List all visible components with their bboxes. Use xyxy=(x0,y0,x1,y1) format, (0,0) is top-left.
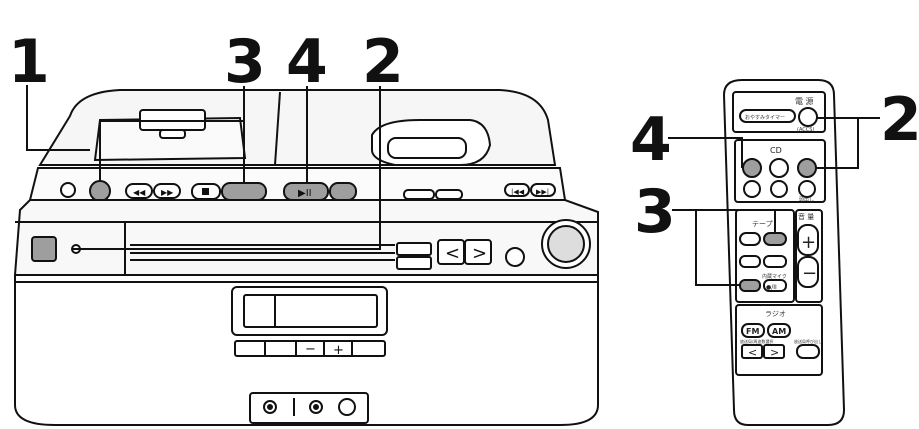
remote-callout-line-4 xyxy=(668,137,743,168)
callout-number-4: 4 xyxy=(286,27,328,97)
remote-volume-label: 音 量 xyxy=(798,212,814,221)
remote-tape-rec-button[interactable] xyxy=(739,279,761,292)
next-track-icon: ▶▶| xyxy=(536,188,549,196)
remote-am-label: AM xyxy=(772,327,786,336)
speaker-grille xyxy=(505,247,525,267)
unit-cd-stop-button[interactable] xyxy=(329,182,357,201)
lcd-screen xyxy=(243,294,378,328)
remote-cd-pause-button[interactable] xyxy=(769,158,789,178)
remote-tape-play-button[interactable] xyxy=(763,232,787,246)
prev-track-icon: |◀◀ xyxy=(511,188,525,196)
unit-band-button-upper[interactable] xyxy=(396,242,432,256)
remote-next-button[interactable] xyxy=(770,180,788,198)
unit-lid-divider xyxy=(274,91,281,166)
remote-callout-number-3: 3 xyxy=(634,177,676,247)
play-pause-icon: ▶II xyxy=(298,188,312,199)
tune-right-label: > xyxy=(472,243,487,264)
remote-cd-label: CD xyxy=(770,146,782,155)
unit-prev-track-button[interactable] xyxy=(504,183,530,197)
remote-cd-stop-button[interactable] xyxy=(797,158,817,178)
remote-fm-label: FM xyxy=(746,327,759,336)
volume-knob-inner xyxy=(547,225,585,263)
headphone-jack-dot xyxy=(267,404,273,410)
unit-power-button[interactable] xyxy=(31,236,57,262)
remote-power-label: 電 源 xyxy=(795,97,814,106)
remote-timer-label: おやすみタイマー xyxy=(745,114,785,121)
tune-left-label: < xyxy=(445,243,460,264)
dc-in-jack xyxy=(338,398,356,416)
remote-tape-rec-pause-button[interactable] xyxy=(763,279,787,292)
remote-vol-minus-label: − xyxy=(802,263,817,284)
remote-memory-button[interactable] xyxy=(796,344,820,359)
main-unit: ◀◀ ▶▶ ▶II |◀◀ ▶▶| < > xyxy=(13,89,599,426)
rewind-icon: ◀◀ xyxy=(133,188,146,197)
remote-tune-right-button[interactable] xyxy=(763,344,785,359)
unit-rewind-button[interactable] xyxy=(125,183,153,199)
remote-preset-label: 放送局/周波数選択 xyxy=(740,338,773,344)
remote-acc-label: (ACCS) xyxy=(797,127,814,133)
remote-rec-pause-label: ●/II xyxy=(766,284,777,291)
remote-vol-down-button[interactable] xyxy=(797,256,819,288)
ff-icon: ▶▶ xyxy=(161,188,174,197)
unit-tune-right-button[interactable] xyxy=(464,239,492,265)
callout-number-3: 3 xyxy=(224,27,266,97)
unit-memory-button[interactable] xyxy=(435,189,463,200)
remote-callout-line-3a xyxy=(672,209,740,286)
remote-tune-left-button[interactable] xyxy=(741,344,763,359)
remote-prev-button[interactable] xyxy=(743,180,761,198)
remote-callout-number-4: 4 xyxy=(630,105,672,175)
remote-repeat-label: 頭出し xyxy=(799,196,814,203)
mic-jack-dot xyxy=(313,404,319,410)
callout-line-2 xyxy=(72,86,381,250)
remote-timer-button[interactable] xyxy=(739,109,796,123)
tuning-minus-label: − xyxy=(305,342,316,357)
unit-tape-play-button[interactable] xyxy=(221,182,267,201)
remote-callout-lines xyxy=(668,117,880,286)
remote-repeat-button[interactable] xyxy=(798,180,816,198)
remote-power-button[interactable] xyxy=(798,107,818,127)
unit-band-button-lower[interactable] xyxy=(396,256,432,270)
remote-callout-number-2: 2 xyxy=(880,85,919,155)
remote-radio-label: ラジオ xyxy=(765,310,786,318)
remote-tape-rew-button[interactable] xyxy=(739,255,761,268)
remote-control xyxy=(722,79,846,426)
remote-am-button[interactable] xyxy=(767,323,791,338)
remote-tape-label: テープ xyxy=(752,220,773,228)
callout-number-1: 1 xyxy=(8,27,50,97)
remote-vol-up-button[interactable] xyxy=(797,224,819,256)
remote-callout-line-2a xyxy=(815,117,880,169)
remote-tape-ff-button[interactable] xyxy=(763,255,787,268)
callout-line-3a xyxy=(99,86,245,181)
cd-display-inner xyxy=(387,137,467,159)
remote-tape-stop-button[interactable] xyxy=(739,232,761,246)
unit-next-track-button[interactable] xyxy=(530,183,556,197)
remote-cd-play-button[interactable] xyxy=(742,158,762,178)
remote-fm-button[interactable] xyxy=(741,323,765,338)
callout-line-1 xyxy=(26,85,90,151)
tape-window-handle xyxy=(159,129,186,139)
main-callout-lines xyxy=(26,85,381,250)
remote-callout-line-3b xyxy=(696,209,776,233)
remote-vol-plus-label: + xyxy=(801,232,816,253)
power-indicator xyxy=(60,182,76,198)
tuning-plus-label: + xyxy=(333,343,344,358)
remote-mic-label: 内蔵マイク xyxy=(762,273,787,280)
jack-panel xyxy=(249,392,369,424)
callout-number-2: 2 xyxy=(362,27,404,97)
remote-memory-label: 放送局呼び出し xyxy=(794,338,822,344)
unit-mode-button[interactable] xyxy=(403,189,435,200)
unit-ff-button[interactable] xyxy=(153,183,181,199)
unit-stop-eject-button[interactable] xyxy=(89,180,111,202)
unit-tuning-plus-button[interactable] xyxy=(323,340,353,357)
remote-tune-left-label: < xyxy=(748,346,757,359)
remote-tune-right-label: > xyxy=(770,346,779,359)
stop-icon xyxy=(202,188,209,195)
